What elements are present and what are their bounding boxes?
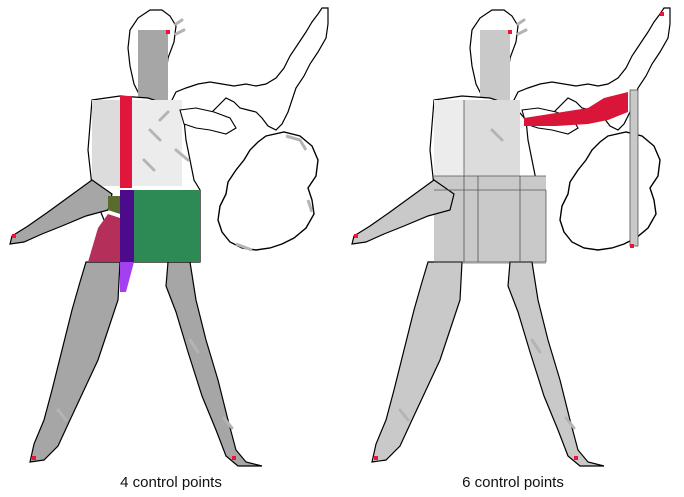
control-point-foot-right: [574, 456, 578, 460]
control-point-guitar-head: [660, 12, 664, 16]
control-point-head: [166, 30, 170, 34]
right-panel: 6 control points: [342, 0, 684, 497]
head-fill: [480, 30, 510, 100]
control-point-foot-left: [32, 456, 36, 460]
control-point-head: [508, 30, 512, 34]
guitar-neck-control-strip: [630, 90, 638, 246]
guitar-body-outline: [560, 132, 660, 250]
control-region-maroon: [88, 214, 120, 262]
control-point-foot-right: [232, 456, 236, 460]
left-leg: [372, 262, 462, 462]
control-region-green: [134, 190, 200, 262]
control-point-foot-left: [374, 456, 378, 460]
right-leg: [166, 262, 262, 466]
panel-caption-left: 4 control points: [0, 474, 342, 491]
control-region-red: [120, 96, 132, 188]
guitarist-figure-6-points: [342, 0, 684, 470]
shoulder-light-region: [434, 100, 464, 176]
right-arm: [180, 108, 236, 134]
left-panel: 4 control points: [0, 0, 342, 497]
lower-torso-region: [434, 176, 546, 264]
control-point-hand: [354, 234, 358, 238]
left-leg: [30, 262, 120, 462]
upper-torso-region: [464, 100, 520, 176]
guitarist-figure-4-points: [0, 0, 342, 470]
control-point-guitar-body: [630, 244, 634, 248]
panel-caption-right: 6 control points: [342, 474, 684, 491]
chest-light-region: [132, 100, 182, 186]
control-point-hand: [12, 234, 16, 238]
right-leg: [508, 262, 604, 466]
shoulder-light-region: [92, 100, 120, 186]
control-region-purple: [120, 190, 134, 262]
head-fill: [138, 30, 168, 100]
guitar-body-outline: [218, 132, 318, 250]
control-region-violet: [120, 262, 134, 292]
